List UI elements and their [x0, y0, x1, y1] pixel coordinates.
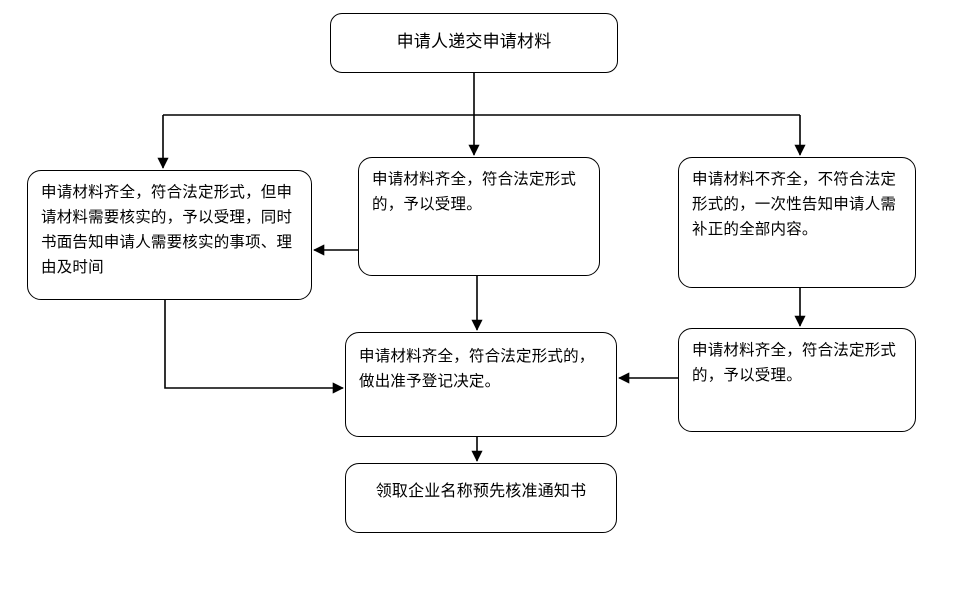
- node-accept-with-verification-label: 申请材料齐全，符合法定形式，但申请材料需要核实的，予以受理，同时书面告知申请人需…: [41, 183, 293, 276]
- node-accept-after-correction[interactable]: 申请材料齐全，符合法定形式的，予以受理。: [678, 328, 916, 432]
- node-accept-after-correction-label: 申请材料齐全，符合法定形式的，予以受理。: [692, 341, 897, 384]
- node-registration-approval-decision[interactable]: 申请材料齐全，符合法定形式的，做出准予登记决定。: [345, 332, 617, 437]
- node-registration-approval-decision-label: 申请材料齐全，符合法定形式的，做出准予登记决定。: [359, 347, 595, 390]
- node-submit-application-label: 申请人递交申请材料: [396, 32, 552, 52]
- node-collect-approval-notice[interactable]: 领取企业名称预先核准通知书: [345, 463, 617, 533]
- node-accept-complete-materials-label: 申请材料齐全，符合法定形式的，予以受理。: [372, 170, 577, 213]
- edge-verify-to-approve: [164, 300, 344, 394]
- edge-submit-to-verify: [157, 73, 800, 169]
- node-collect-approval-notice-label: 领取企业名称预先核准通知书: [375, 481, 587, 500]
- node-incomplete-materials-notice[interactable]: 申请材料不齐全，不符合法定形式的，一次性告知申请人需补正的全部内容。: [678, 157, 916, 288]
- node-accept-with-verification[interactable]: 申请材料齐全，符合法定形式，但申请材料需要核实的，予以受理，同时书面告知申请人需…: [27, 170, 312, 300]
- node-submit-application[interactable]: 申请人递交申请材料: [330, 13, 618, 73]
- node-incomplete-materials-notice-label: 申请材料不齐全，不符合法定形式的，一次性告知申请人需补正的全部内容。: [692, 170, 897, 238]
- node-accept-complete-materials[interactable]: 申请材料齐全，符合法定形式的，予以受理。: [358, 157, 600, 276]
